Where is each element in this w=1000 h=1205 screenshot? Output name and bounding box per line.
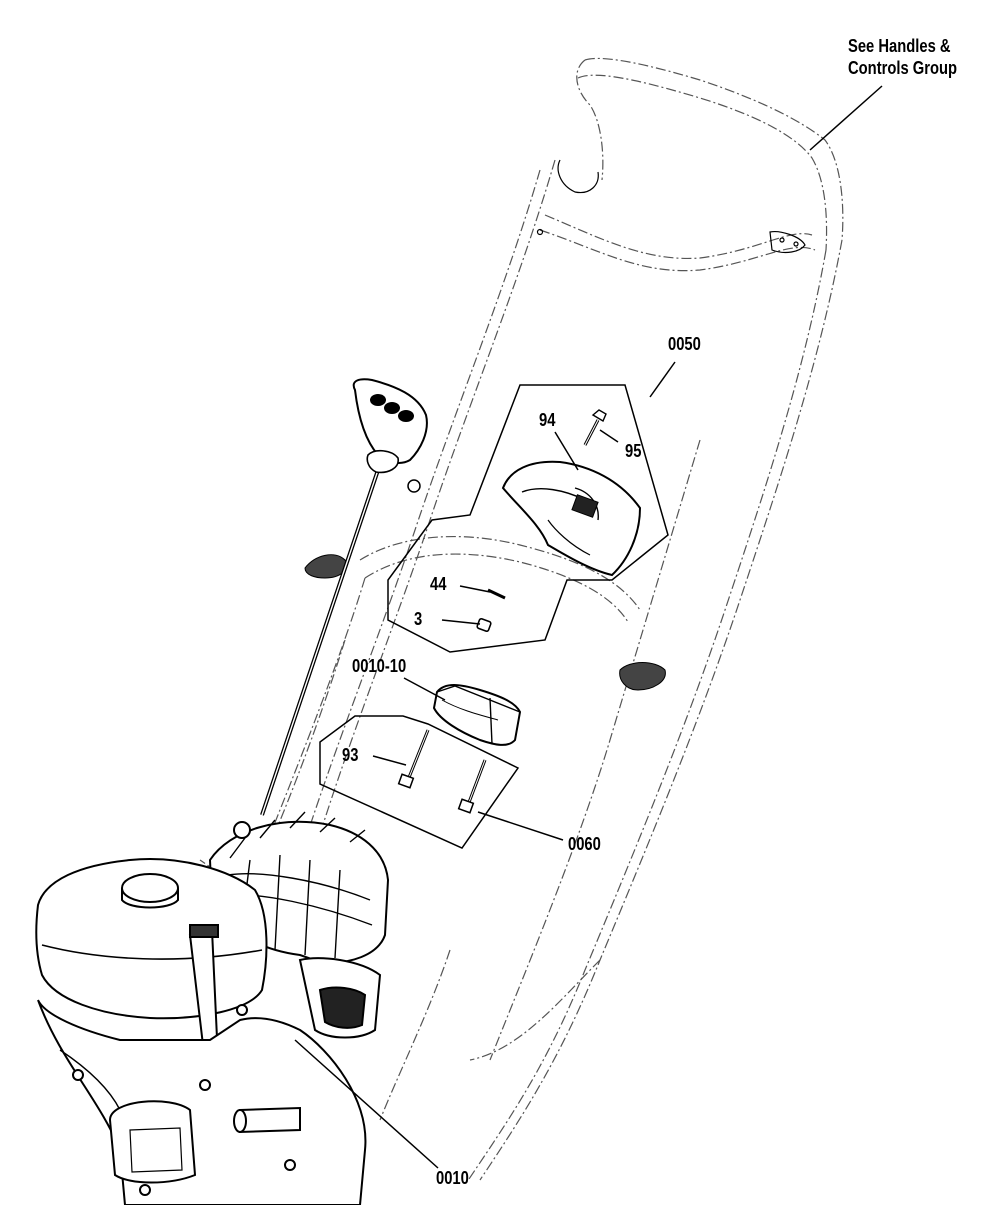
callout-0010-10: 0010-10 [352, 656, 407, 676]
part-3-nut [476, 618, 492, 632]
leader-3 [441, 619, 481, 625]
leader-handles-group [809, 85, 883, 151]
part-93-bolts [397, 729, 487, 814]
callout-0010: 0010 [436, 1168, 469, 1188]
leader-93 [372, 755, 407, 766]
leader-95 [599, 429, 619, 443]
part-0010-10-block [432, 684, 522, 746]
leader-94 [554, 431, 579, 471]
see-handles-controls-note: See Handles & Controls Group [848, 36, 957, 79]
leader-0050 [649, 361, 676, 398]
leader-lines [294, 85, 883, 1169]
chute-crank [260, 378, 428, 816]
part-95-bolt [583, 409, 607, 446]
leader-0010-10 [403, 677, 446, 701]
handle-knob-left [304, 554, 347, 579]
handle-knob-right [619, 662, 666, 691]
handle-frame-phantom [199, 57, 844, 1186]
part-44-pin [487, 588, 506, 600]
leader-0010 [294, 1039, 439, 1169]
leader-44 [459, 585, 491, 593]
kit-0060-outline [319, 715, 520, 849]
note-line-2: Controls Group [848, 57, 958, 78]
callout-44: 44 [430, 574, 447, 594]
callout-93: 93 [342, 745, 359, 765]
callout-0060: 0060 [568, 834, 601, 854]
kit-0050-outline [387, 384, 669, 653]
part-94-chute-cover [501, 460, 642, 577]
callout-0050: 0050 [668, 334, 701, 354]
leader-0060 [477, 811, 564, 841]
note-line-1: See Handles & [848, 36, 951, 56]
engine-assembly [35, 811, 390, 1205]
callout-94: 94 [539, 410, 556, 430]
handle-bracket-top [536, 159, 806, 254]
callout-3: 3 [414, 609, 423, 629]
callout-95: 95 [625, 441, 642, 461]
